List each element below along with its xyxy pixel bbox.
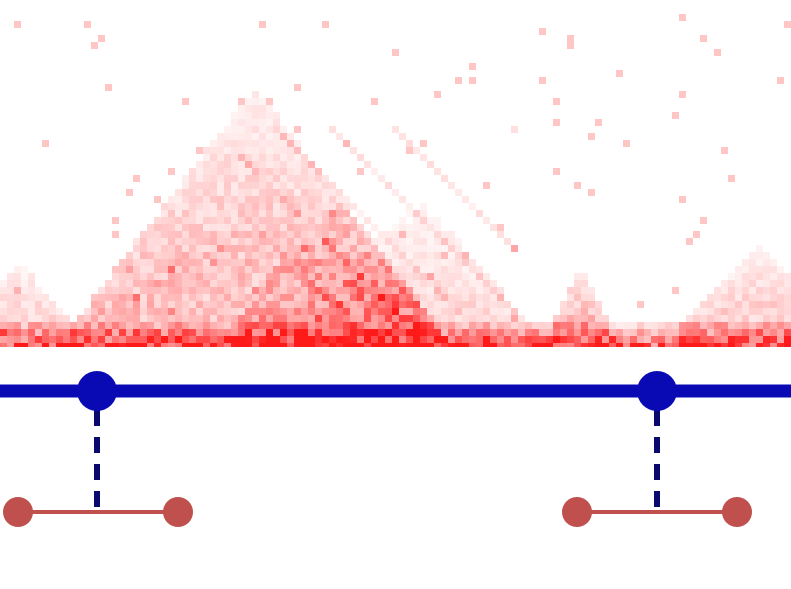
right-anchor-marker	[637, 371, 677, 411]
left-anchor-group	[3, 371, 193, 527]
left-anchor-marker	[77, 371, 117, 411]
right-segment-end-dot	[722, 497, 752, 527]
right-anchor-group	[562, 371, 752, 527]
contact-heatmap	[0, 14, 791, 350]
right-segment-start-dot	[562, 497, 592, 527]
heatmap-baseline-gap	[0, 347, 791, 369]
heatmap-pixels	[0, 14, 791, 350]
left-segment-end-dot	[163, 497, 193, 527]
left-segment-start-dot	[3, 497, 33, 527]
